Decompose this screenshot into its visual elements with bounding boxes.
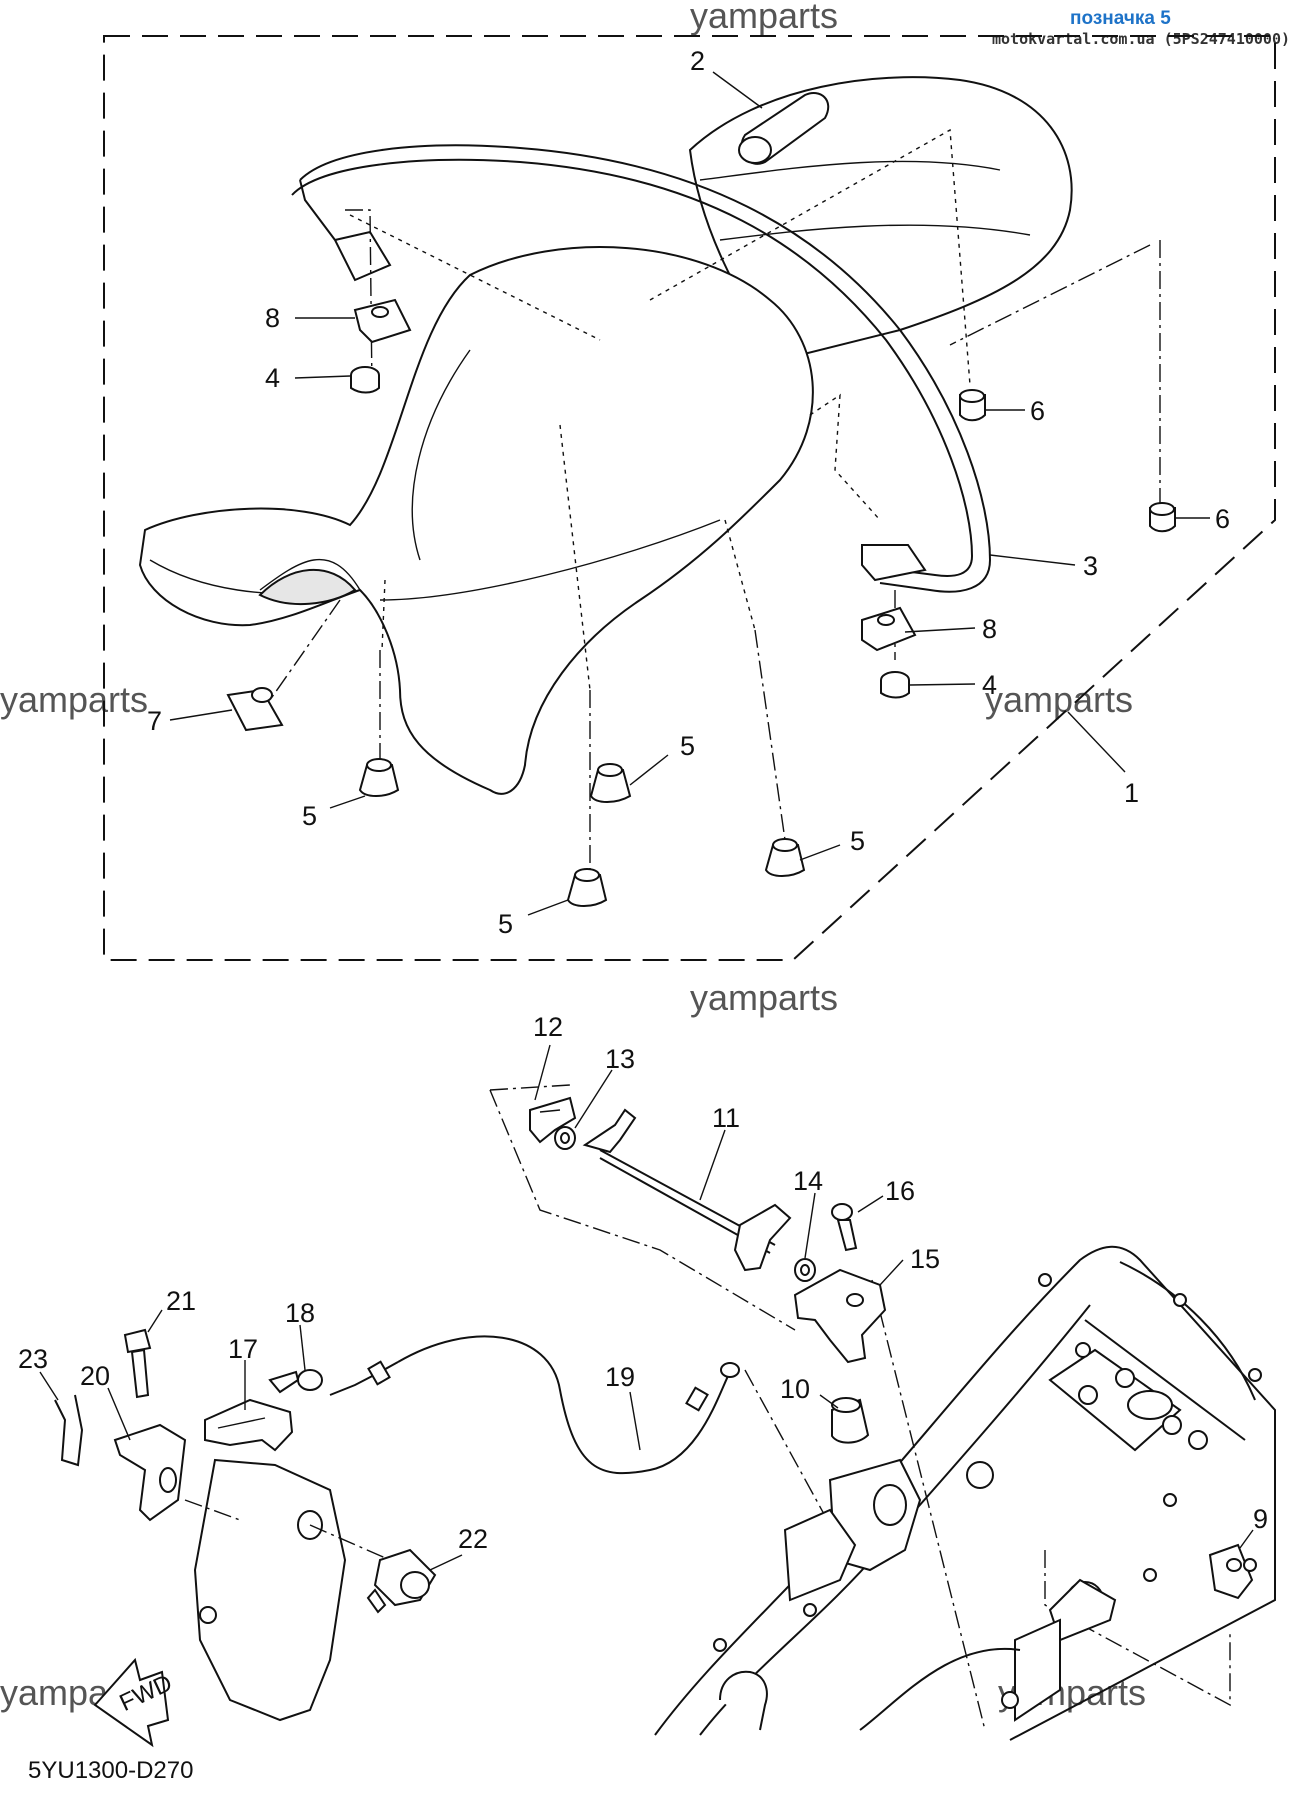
callout-21: 21 <box>166 1286 196 1316</box>
chain-line-5c <box>754 629 786 841</box>
washer-13 <box>554 1126 576 1150</box>
clip-8-lower <box>861 606 917 652</box>
lock-group-outline-top <box>489 1084 571 1091</box>
callout-7: 7 <box>147 706 162 736</box>
callout-17: 17 <box>228 1334 258 1364</box>
callout-15: 15 <box>910 1244 940 1274</box>
callout-16: 16 <box>885 1176 915 1206</box>
callout-12: 12 <box>533 1012 563 1042</box>
mount-line-left <box>381 579 386 651</box>
seat-catch-15 <box>793 1268 887 1364</box>
callout-20: 20 <box>80 1361 110 1391</box>
callout-23: 23 <box>18 1344 48 1374</box>
mount-line-center-right <box>724 519 756 631</box>
side-cover <box>184 1458 391 1722</box>
cable-clamp-17 <box>204 1398 294 1452</box>
lock-group-outline-left <box>489 1089 796 1331</box>
damper-5-center <box>589 763 632 803</box>
seat-lock-22 <box>366 1548 437 1614</box>
nut-4-upper <box>350 366 380 394</box>
damper-5-left <box>358 758 400 797</box>
seat-assembly-frame <box>103 35 1276 961</box>
callout-19: 19 <box>605 1362 635 1392</box>
washer-14 <box>794 1258 816 1282</box>
clip-12 <box>529 1096 577 1144</box>
seat-strap <box>291 144 992 593</box>
bolt-18 <box>268 1369 323 1394</box>
watermark-right: yamparts <box>985 679 1133 720</box>
bolt-21 <box>123 1328 152 1399</box>
mount-line-front <box>349 214 601 341</box>
lock-rod-11 <box>582 1108 792 1272</box>
grab-handle-tube <box>738 92 830 165</box>
damper-5-bottom <box>566 868 608 907</box>
screw-16 <box>831 1203 858 1252</box>
callout-5-left: 5 <box>302 801 317 831</box>
callout-11: 11 <box>712 1103 740 1133</box>
seat-lock-cable-19 <box>329 1335 740 1475</box>
callout-4-upper: 4 <box>265 363 280 393</box>
grommet-6-mid <box>959 389 986 422</box>
callout-13: 13 <box>605 1044 635 1074</box>
lock-group-outline-9 <box>1044 1550 1231 1707</box>
watermark-top: yamparts <box>690 0 838 36</box>
source-reference: motokvartal.com.ua (5PS247410000) <box>992 30 1290 48</box>
nut-4-lower <box>880 671 910 699</box>
callout-14: 14 <box>793 1166 823 1196</box>
pad-7 <box>226 687 284 732</box>
mount-line-rear <box>649 128 971 386</box>
callout-6-mid: 6 <box>1030 396 1045 426</box>
main-seat-cushion <box>138 246 814 795</box>
callout-8-upper: 8 <box>265 303 280 333</box>
watermark-left: yamparts <box>0 679 148 720</box>
callout-22: 22 <box>458 1524 488 1554</box>
rear-frame <box>654 1245 1276 1741</box>
callout-5-bottom: 5 <box>498 909 513 939</box>
bushing-10 <box>831 1397 870 1444</box>
callout-6-right: 6 <box>1215 504 1230 534</box>
damper-5-right <box>764 838 806 877</box>
callout-1: 1 <box>1124 778 1139 808</box>
callout-5-right: 5 <box>850 826 865 856</box>
fwd-arrow: FWD <box>93 1657 176 1748</box>
callout-4-lower: 4 <box>982 670 997 700</box>
callout-8-lower: 8 <box>982 614 997 644</box>
chain-line-8-4 <box>345 209 373 391</box>
callout-9: 9 <box>1253 1504 1268 1534</box>
callout-2: 2 <box>690 46 705 76</box>
lock-group-outline-mid <box>744 1369 831 1526</box>
drawing-code: 5YU1300-D270 <box>28 1757 193 1784</box>
bracket-20 <box>113 1423 187 1522</box>
chain-line-6-diag <box>949 244 1151 346</box>
clip-23 <box>54 1394 84 1467</box>
callout-3: 3 <box>1083 551 1098 581</box>
callout-10: 10 <box>780 1374 810 1404</box>
chain-line-7 <box>269 599 341 701</box>
clip-8-upper <box>353 298 412 344</box>
callout-5-center: 5 <box>680 731 695 761</box>
callout-18: 18 <box>285 1298 315 1328</box>
watermark-middle: yamparts <box>690 977 838 1018</box>
clip-9 <box>1208 1543 1254 1600</box>
grommet-6-right <box>1149 502 1176 533</box>
mount-line-right <box>809 393 881 521</box>
header-tag: позначка 5 <box>1070 8 1171 29</box>
